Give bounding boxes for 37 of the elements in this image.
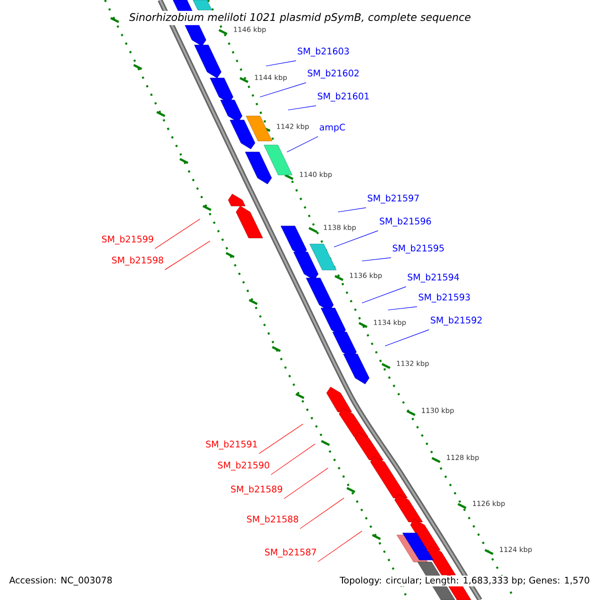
footer-text: Accession: NC_003078	[8, 576, 114, 586]
leader-line	[286, 136, 318, 152]
leader-line	[164, 240, 210, 270]
gene-label: SM_b21597	[368, 194, 419, 204]
leader-line	[318, 530, 362, 562]
gene-label: SM_b21602	[308, 70, 359, 78]
gene-label: SM_b21599	[102, 236, 154, 244]
leader-line	[154, 218, 200, 249]
leader-line	[384, 329, 430, 346]
leader-line	[334, 230, 378, 248]
gene-label: SM_b21603	[298, 48, 349, 56]
gene-label: SM_b21592	[430, 316, 482, 326]
gene-label: ampC	[320, 124, 345, 132]
leader-line	[338, 207, 366, 212]
gene-label: SM_b21601	[318, 92, 369, 102]
leader-line	[284, 468, 328, 499]
gene-label: SM_b21589	[231, 486, 282, 494]
leader-line	[260, 82, 306, 98]
gene-label: SM_b21594	[408, 274, 460, 282]
leader-line	[288, 105, 316, 110]
gene-label: SM_b21591	[206, 440, 257, 450]
gene-label: SM_b21587	[265, 548, 316, 558]
leader-line	[388, 306, 418, 310]
leader-line	[362, 286, 406, 304]
leader-line	[266, 60, 296, 66]
gene-label: SM_b21588	[247, 516, 298, 524]
gene-label: SM_b21595	[392, 244, 444, 254]
leader-line	[258, 424, 304, 454]
leader-line	[300, 498, 344, 529]
gene-label: SM_b21596	[380, 218, 431, 226]
leader-line	[362, 257, 392, 262]
title: Sinorhizobium meliloti 1021 plasmid pSymB, complete sequence	[127, 10, 473, 26]
footer-text: Topology: circular; Length: 1,683,333 bp; Genes: 1,570	[338, 576, 591, 586]
gene-label: SM_b21593	[418, 294, 470, 302]
gene-label: SM_b21598	[112, 256, 164, 266]
gene-label: SM_b21590	[218, 462, 270, 470]
leader-line	[270, 444, 316, 475]
